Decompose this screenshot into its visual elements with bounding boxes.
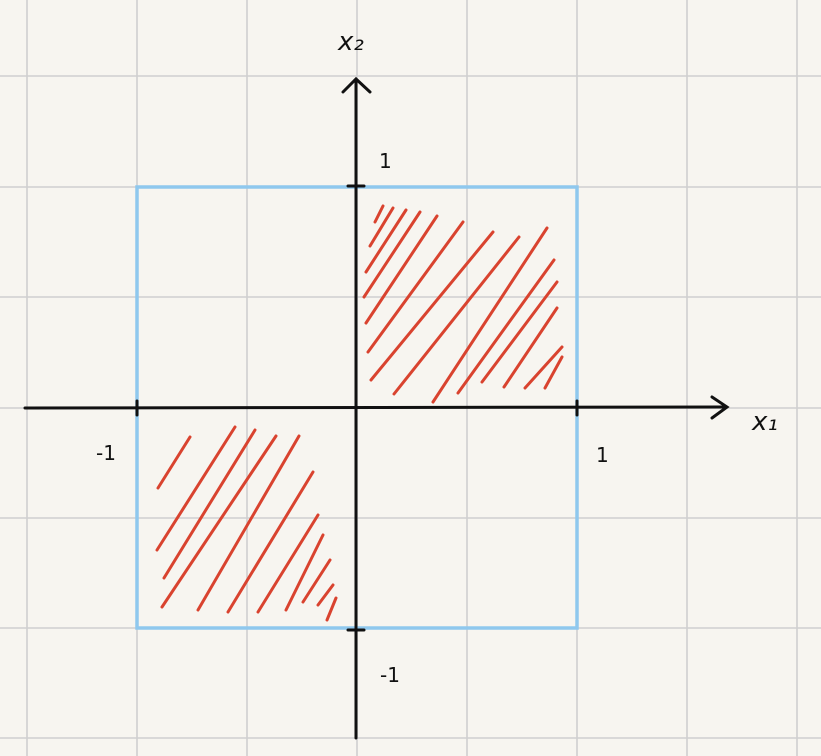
hatch-stroke bbox=[196, 434, 301, 612]
x-tick-label-1: 1 bbox=[596, 443, 609, 467]
y-axis-label: x₂ bbox=[337, 27, 364, 57]
hatch-stroke bbox=[480, 280, 559, 384]
x-tick-label-neg1: -1 bbox=[96, 441, 116, 465]
hatch-stroke bbox=[160, 434, 278, 609]
x-axis-label: x₁ bbox=[751, 407, 778, 437]
x-axis-arrowhead bbox=[710, 395, 730, 420]
hatch-stroke bbox=[373, 204, 385, 224]
hatch-stroke bbox=[523, 345, 564, 390]
hatch-stroke bbox=[368, 206, 395, 248]
hatch-stroke bbox=[162, 428, 257, 580]
hatch-stroke bbox=[369, 230, 495, 382]
hatch-stroke bbox=[456, 258, 556, 395]
hatch-stroke bbox=[364, 214, 439, 325]
hatch-stroke bbox=[325, 596, 338, 622]
x-axis bbox=[23, 395, 730, 420]
hatch-stroke bbox=[392, 235, 521, 396]
hatch-stroke bbox=[543, 355, 564, 390]
axis-ticks bbox=[135, 184, 579, 632]
hatch-stroke bbox=[316, 583, 335, 607]
hatch-stroke bbox=[362, 210, 422, 299]
y-tick-label-neg1: -1 bbox=[380, 663, 400, 687]
y-tick-label-1: 1 bbox=[379, 149, 392, 173]
hatch-stroke bbox=[502, 306, 559, 389]
hatch-stroke bbox=[366, 220, 465, 354]
shaded-region-quadrant-3 bbox=[155, 425, 338, 622]
y-axis-arrowhead bbox=[341, 76, 372, 94]
hatch-stroke bbox=[256, 513, 320, 614]
y-axis bbox=[341, 76, 372, 740]
hatch-stroke bbox=[155, 425, 237, 552]
hatch-stroke bbox=[431, 226, 549, 404]
hatch-stroke bbox=[284, 533, 325, 612]
hatch-stroke bbox=[156, 435, 192, 490]
shaded-region-quadrant-1 bbox=[362, 204, 564, 404]
hatch-stroke bbox=[301, 558, 332, 604]
hatch-stroke bbox=[364, 208, 408, 274]
hatch-stroke bbox=[226, 470, 315, 614]
